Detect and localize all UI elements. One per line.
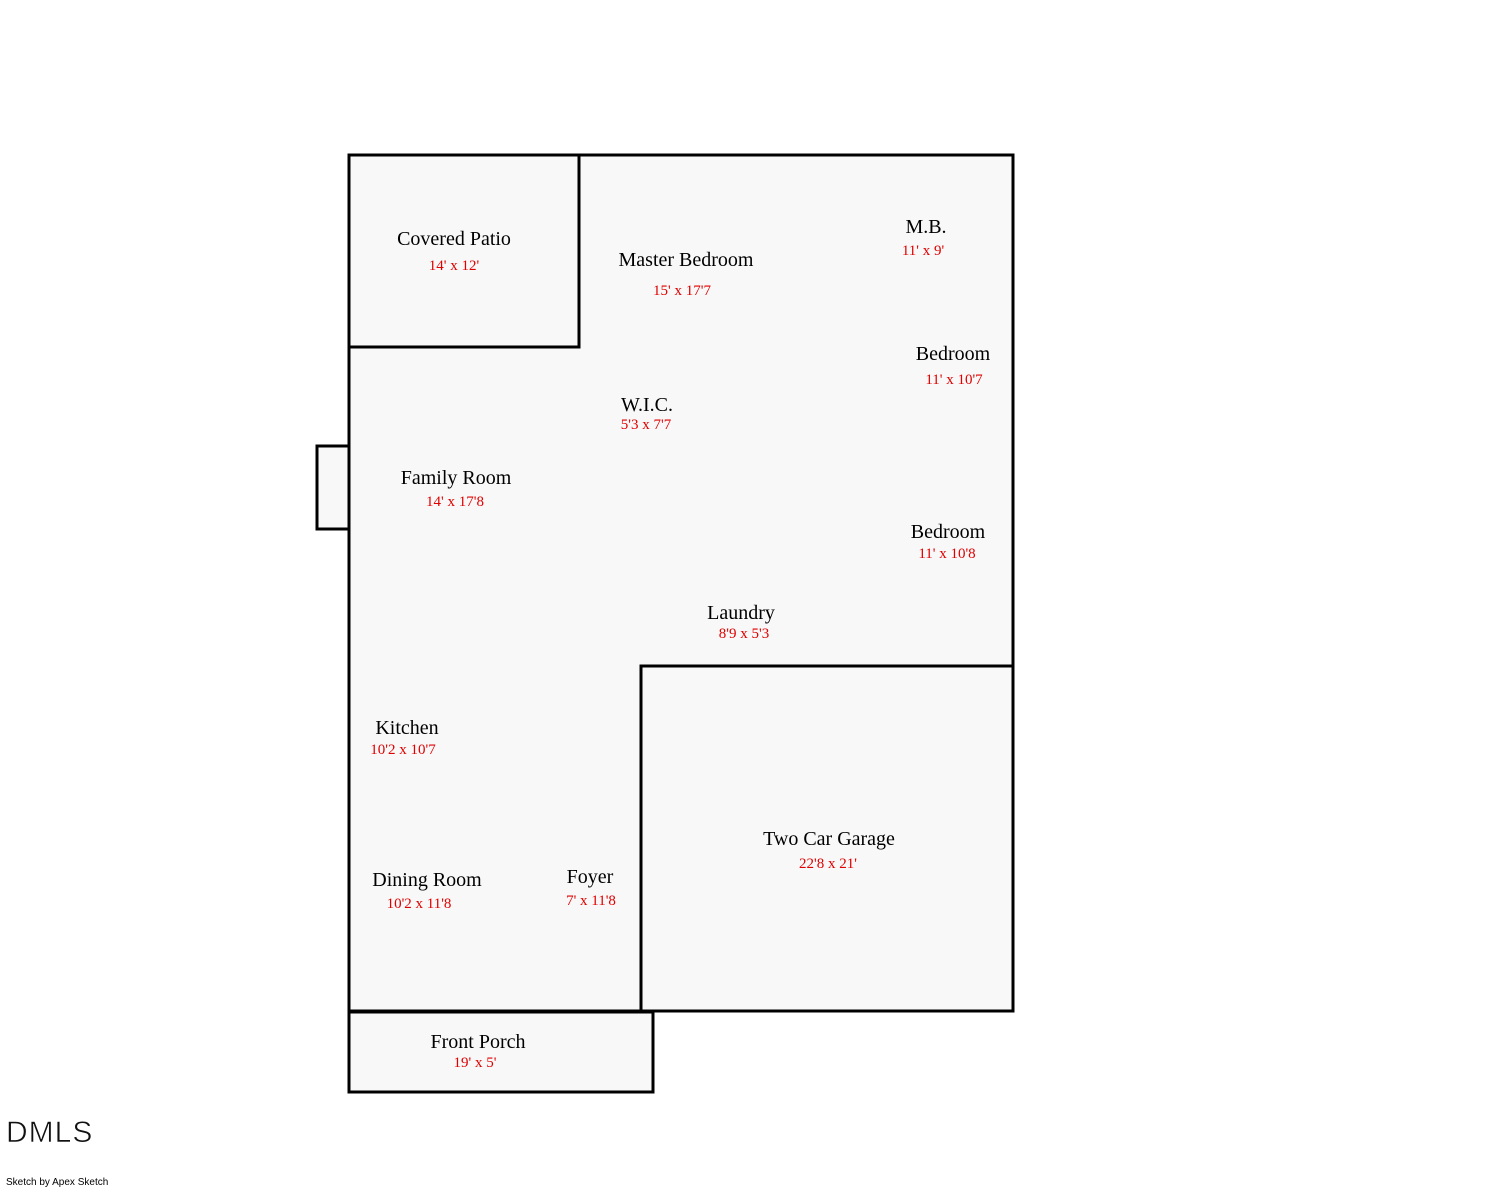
dmls-logo: DMLS bbox=[6, 1116, 94, 1150]
front-porch-outline bbox=[347, 1010, 655, 1094]
mb-dims: 11' x 9' bbox=[902, 243, 945, 259]
wic-dims: 5'3 x 7'7 bbox=[621, 417, 672, 433]
laundry-label: Laundry bbox=[707, 602, 775, 624]
mb-label: M.B. bbox=[905, 216, 946, 238]
master-bedroom-label: Master Bedroom bbox=[619, 249, 754, 271]
covered-patio-outline bbox=[347, 153, 581, 349]
kitchen-label: Kitchen bbox=[375, 717, 438, 739]
master-bedroom-dims: 15' x 17'7 bbox=[653, 283, 711, 299]
foyer-dims: 7' x 11'8 bbox=[566, 893, 616, 909]
laundry-dims: 8'9 x 5'3 bbox=[719, 626, 769, 642]
family-room-label: Family Room bbox=[401, 467, 512, 489]
garage-outline bbox=[639, 664, 1015, 1013]
dining-room-label: Dining Room bbox=[372, 869, 482, 891]
family-room-dims: 14' x 17'8 bbox=[426, 494, 484, 510]
kitchen-dims: 10'2 x 10'7 bbox=[370, 742, 436, 758]
fireplace-bumpout bbox=[315, 444, 351, 531]
sketch-credit: Sketch by Apex Sketch bbox=[6, 1177, 109, 1188]
front-porch-dims: 19' x 5' bbox=[454, 1055, 497, 1071]
bedroom-2-label: Bedroom bbox=[911, 521, 986, 543]
front-porch-label: Front Porch bbox=[431, 1031, 526, 1053]
bedroom-1-dims: 11' x 10'7 bbox=[925, 372, 983, 388]
dining-room-dims: 10'2 x 11'8 bbox=[387, 896, 452, 912]
garage-label: Two Car Garage bbox=[763, 828, 895, 850]
bedroom-2-dims: 11' x 10'8 bbox=[918, 546, 975, 562]
foyer-label: Foyer bbox=[567, 866, 614, 888]
garage-dims: 22'8 x 21' bbox=[799, 856, 857, 872]
covered-patio-label: Covered Patio bbox=[397, 228, 511, 250]
bedroom-1-label: Bedroom bbox=[916, 343, 991, 365]
covered-patio-dims: 14' x 12' bbox=[429, 258, 480, 274]
wic-label: W.I.C. bbox=[621, 394, 673, 416]
